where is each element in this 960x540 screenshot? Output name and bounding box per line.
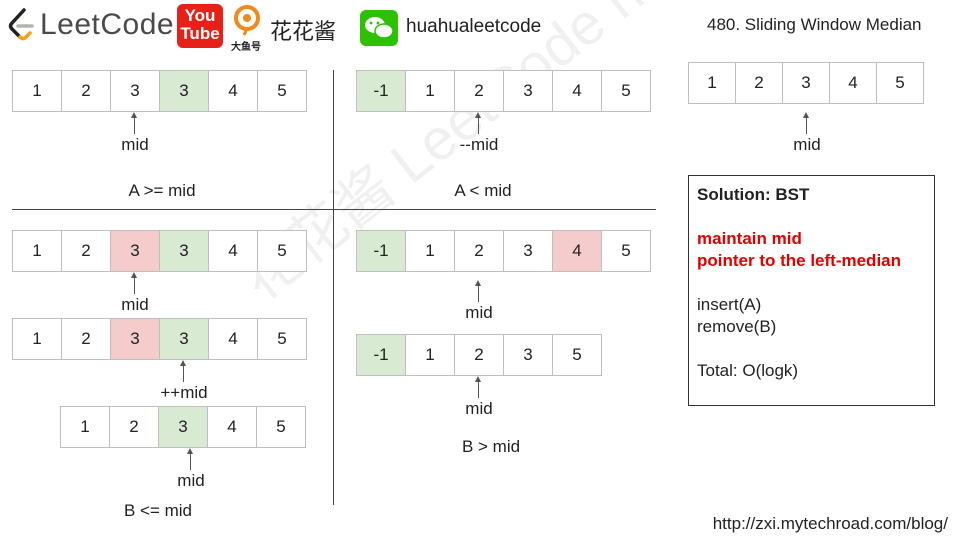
array-cell: 1 xyxy=(12,318,62,360)
array-cell: 5 xyxy=(257,230,307,272)
solution-key-line: maintain mid xyxy=(697,229,802,248)
mid-label: mid xyxy=(121,295,149,314)
array-cell: 2 xyxy=(61,70,111,112)
array-cell: 1 xyxy=(405,230,455,272)
array-cell: 5 xyxy=(601,70,651,112)
array-cell: 1 xyxy=(60,406,110,448)
mid-arrow-icon xyxy=(131,272,137,294)
mid-label: mid xyxy=(465,399,493,418)
mid-label: --mid xyxy=(459,135,499,154)
array-bottom-left-3: 1 2 3 4 5 xyxy=(60,406,306,448)
array-cell: 4 xyxy=(829,62,877,104)
wechat-logo-icon xyxy=(360,10,398,46)
youtube-logo-icon: You Tube xyxy=(177,4,223,48)
vertical-divider xyxy=(333,70,334,505)
mid-label: mid xyxy=(465,303,493,322)
array-cell: 5 xyxy=(552,334,602,376)
array-bottom-mid-2: -1 1 2 3 5 xyxy=(356,334,602,376)
array-top-left: 1 2 3 3 4 5 xyxy=(12,70,307,112)
mid-arrow-icon xyxy=(475,280,481,302)
solution-box: Solution: BST maintain mid pointer to th… xyxy=(688,175,935,406)
mid-label: mid xyxy=(177,471,205,490)
array-cell: 5 xyxy=(876,62,924,104)
array-cell: 1 xyxy=(405,334,455,376)
mid-arrow-icon xyxy=(475,112,481,134)
array-cell: 2 xyxy=(735,62,783,104)
array-cell: 3 xyxy=(110,70,160,112)
array-top-mid: -1 1 2 3 4 5 xyxy=(356,70,651,112)
array-cell: 4 xyxy=(208,70,258,112)
youtube-logo-top: You xyxy=(184,6,216,25)
mid-label: mid xyxy=(121,135,149,154)
array-cell: 4 xyxy=(552,70,602,112)
youtube-logo-bottom: Tube xyxy=(180,24,220,43)
solution-key-line: pointer to the left-median xyxy=(697,251,901,270)
array-bottom-left-1: 1 2 3 3 4 5 xyxy=(12,230,307,272)
mid-arrow-icon xyxy=(475,376,481,398)
array-cell: 5 xyxy=(256,406,306,448)
array-cell-new: -1 xyxy=(356,334,406,376)
array-cell: 1 xyxy=(405,70,455,112)
array-cell-removed: 3 xyxy=(110,230,160,272)
mid-arrow-icon xyxy=(131,112,137,134)
wechat-id: huahualeetcode xyxy=(406,16,542,37)
solution-insert: insert(A) xyxy=(697,295,762,314)
solution-total: Total: O(logk) xyxy=(697,361,799,380)
array-cell: 2 xyxy=(61,318,111,360)
array-cell: 3 xyxy=(503,70,553,112)
array-cell-removed: 4 xyxy=(552,230,602,272)
case-caption: A >= mid xyxy=(128,181,196,200)
horizontal-divider xyxy=(12,209,656,210)
array-cell: 2 xyxy=(454,334,504,376)
array-cell: 1 xyxy=(12,70,62,112)
array-cell-new: 3 xyxy=(158,406,208,448)
chinese-name: 花花酱 xyxy=(270,19,337,44)
array-cell: 3 xyxy=(782,62,830,104)
array-cell: 3 xyxy=(503,230,553,272)
array-cell-new: 3 xyxy=(159,230,209,272)
array-cell: 2 xyxy=(61,230,111,272)
solution-remove: remove(B) xyxy=(697,317,777,336)
array-cell: 5 xyxy=(601,230,651,272)
footer-url: http://zxi.mytechroad.com/blog/ xyxy=(712,514,948,533)
array-cell: 4 xyxy=(208,318,258,360)
array-cell: 2 xyxy=(454,70,504,112)
array-cell-new: -1 xyxy=(356,70,406,112)
case-caption: B <= mid xyxy=(123,501,193,520)
array-cell: 2 xyxy=(109,406,159,448)
mid-arrow-icon xyxy=(187,448,193,470)
mid-arrow-icon xyxy=(180,360,186,382)
array-cell: 3 xyxy=(503,334,553,376)
array-cell: 5 xyxy=(257,318,307,360)
array-bottom-left-2: 1 2 3 3 4 5 xyxy=(12,318,307,360)
problem-title: 480. Sliding Window Median xyxy=(707,15,922,34)
mid-label: ++mid xyxy=(160,383,208,402)
array-cell: 1 xyxy=(12,230,62,272)
mid-label: mid xyxy=(793,135,821,154)
array-cell: 5 xyxy=(257,70,307,112)
leetcode-logo-icon xyxy=(8,8,34,41)
array-cell-new: -1 xyxy=(356,230,406,272)
header: LeetCode You Tube 大鱼号 花花酱 huahualeetcode… xyxy=(0,0,960,53)
solution-title: Solution: BST xyxy=(697,185,810,204)
array-cell: 4 xyxy=(208,230,258,272)
array-bottom-mid-1: -1 1 2 3 4 5 xyxy=(356,230,651,272)
dayu-logo-icon xyxy=(234,5,260,36)
array-cell: 1 xyxy=(688,62,736,104)
dayu-label: 大鱼号 xyxy=(231,42,261,53)
array-cell: 4 xyxy=(207,406,257,448)
brand-name: LeetCode xyxy=(40,8,175,41)
mid-arrow-icon xyxy=(803,112,809,134)
case-caption: B > mid xyxy=(461,437,521,456)
array-top-right: 1 2 3 4 5 xyxy=(688,62,924,104)
array-cell-removed: 3 xyxy=(110,318,160,360)
array-cell-new: 3 xyxy=(159,70,209,112)
array-cell-new: 3 xyxy=(159,318,209,360)
case-caption: A < mid xyxy=(454,181,512,200)
array-cell: 2 xyxy=(454,230,504,272)
